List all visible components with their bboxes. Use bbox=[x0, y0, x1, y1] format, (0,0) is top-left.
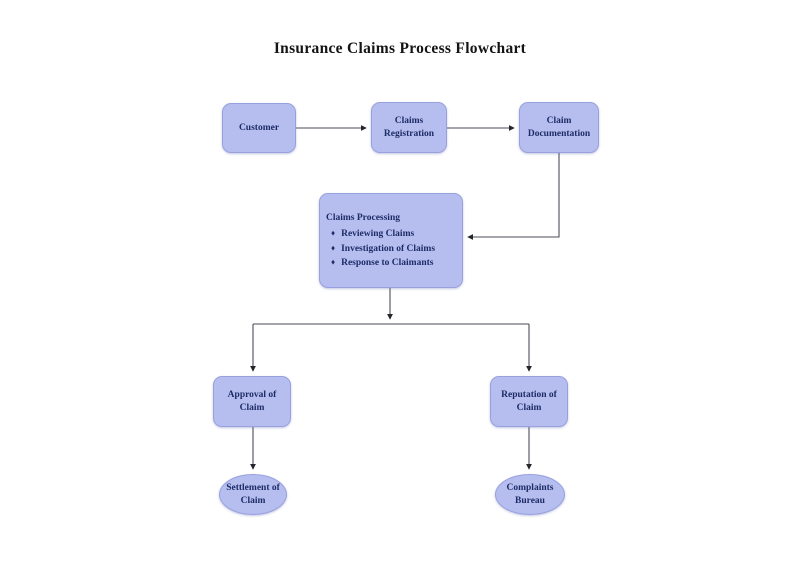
node-settlement-of-claim-label: Settlement of Claim bbox=[226, 483, 280, 506]
diamond-bullet-icon: ♦ bbox=[331, 243, 336, 252]
node-complaints-bureau: Complaints Bureau bbox=[495, 474, 565, 515]
node-complaints-bureau-label: Complaints Bureau bbox=[506, 483, 554, 506]
node-reputation-of-claim-label: Reputation of Claim bbox=[501, 390, 557, 413]
claims-processing-bullet-1: ♦ Reviewing Claims bbox=[331, 228, 414, 240]
claims-processing-bullet-2-label: Investigation of Claims bbox=[341, 243, 436, 254]
diamond-bullet-icon: ♦ bbox=[331, 257, 336, 267]
claims-processing-header: Claims Processing bbox=[326, 212, 400, 223]
node-reputation-of-claim: Reputation of Claim bbox=[490, 376, 568, 427]
node-claims-registration-label: Claims Registration bbox=[383, 116, 435, 139]
node-claim-documentation-label: Claim Documentation bbox=[527, 116, 591, 139]
claims-processing-bullet-3-label: Response to Claimants bbox=[341, 257, 434, 268]
node-claims-registration: Claims Registration bbox=[371, 102, 447, 153]
node-customer: Customer bbox=[222, 103, 296, 153]
node-approval-of-claim-label: Approval of Claim bbox=[227, 390, 277, 413]
node-customer-label: Customer bbox=[238, 122, 280, 133]
diamond-bullet-icon: ♦ bbox=[331, 228, 336, 238]
node-claims-processing: Claims Processing ♦ Reviewing Claims ♦ I… bbox=[319, 193, 463, 288]
node-approval-of-claim: Approval of Claim bbox=[213, 376, 291, 427]
claims-processing-bullet-2: ♦ Investigation of Claims bbox=[331, 243, 435, 255]
diagram-title: Insurance Claims Process Flowchart bbox=[273, 40, 527, 57]
node-claim-documentation: Claim Documentation bbox=[519, 102, 599, 153]
connector-documentation-to-processing bbox=[467, 153, 560, 240]
claims-processing-bullet-1-label: Reviewing Claims bbox=[341, 229, 415, 240]
claims-processing-bullet-3: ♦ Response to Claimants bbox=[331, 257, 433, 269]
node-settlement-of-claim: Settlement of Claim bbox=[219, 474, 287, 515]
